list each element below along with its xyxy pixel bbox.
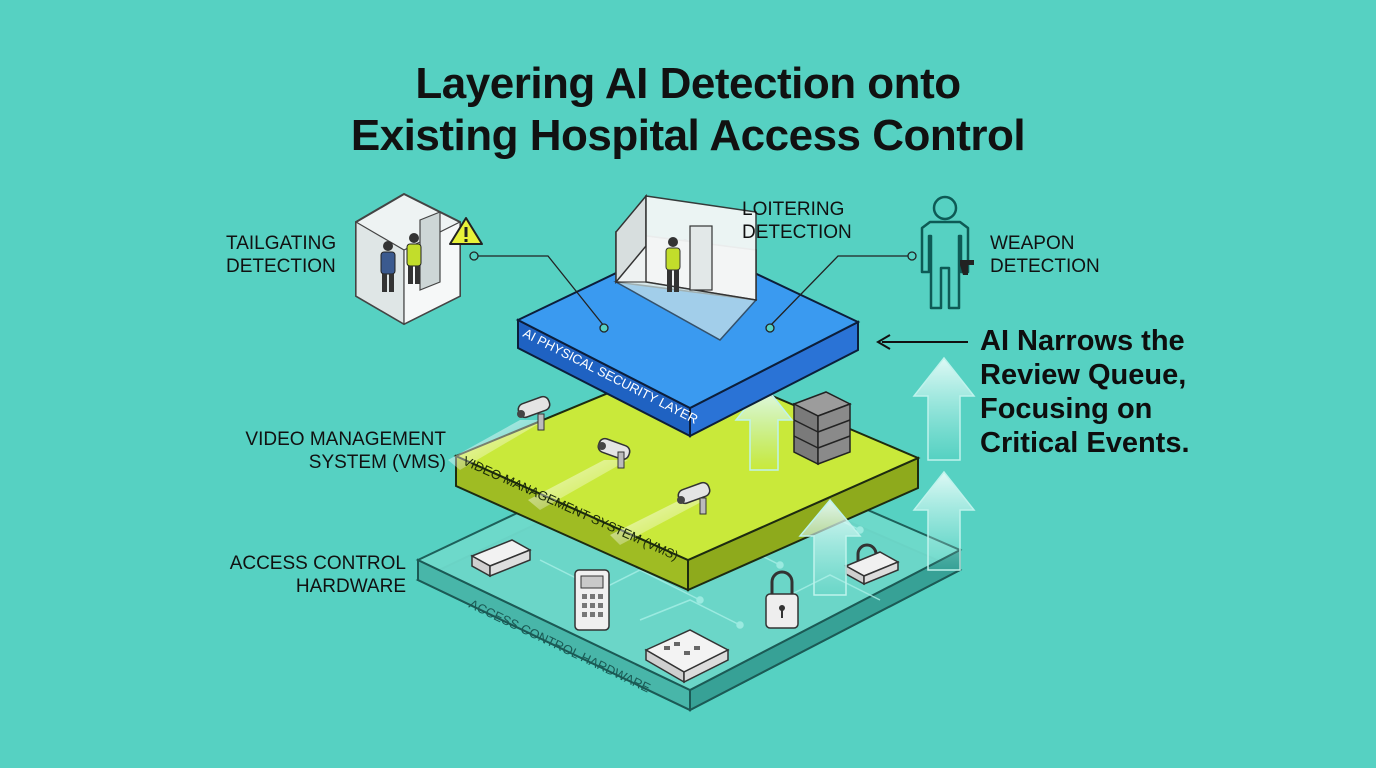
camera-icon-3 bbox=[677, 481, 711, 515]
camera-icon-2 bbox=[597, 437, 631, 469]
callout-line3: Focusing on bbox=[980, 393, 1153, 425]
vms-label: VIDEO MANAGEMENT SYSTEM (VMS) bbox=[196, 428, 446, 474]
tailgating-room-icon bbox=[355, 192, 461, 326]
callout-text: AI Narrows the Review Queue, Focusing on… bbox=[980, 324, 1280, 460]
loitering-room-icon bbox=[613, 193, 758, 341]
weapon-label: WEAPON DETECTION bbox=[990, 232, 1100, 278]
padlock-icon-small bbox=[844, 543, 900, 586]
padlock-icon bbox=[765, 570, 799, 629]
tailgating-label-line1: TAILGATING bbox=[226, 233, 337, 254]
weapon-label-line2: DETECTION bbox=[990, 256, 1100, 277]
access-label: ACCESS CONTROL HARDWARE bbox=[156, 552, 406, 598]
vms-label-line2: SYSTEM (VMS) bbox=[308, 452, 446, 473]
access-label-line2: HARDWARE bbox=[295, 576, 406, 597]
control-panel-icon bbox=[644, 629, 730, 684]
title-line-1: Layering AI Detection onto bbox=[415, 59, 961, 108]
warning-icon bbox=[449, 217, 483, 245]
upward-arrows bbox=[734, 356, 976, 596]
loitering-label-line1: LOITERING bbox=[742, 199, 845, 220]
vms-label-line1: VIDEO MANAGEMENT bbox=[245, 429, 446, 450]
callout-line4: Critical Events. bbox=[980, 427, 1190, 459]
title-line-2: Existing Hospital Access Control bbox=[350, 111, 1026, 160]
tailgating-label: TAILGATING DETECTION bbox=[226, 232, 336, 278]
access-label-line1: ACCESS CONTROL bbox=[229, 553, 406, 574]
weapon-icon bbox=[960, 260, 974, 275]
callout-line1: AI Narrows the bbox=[980, 325, 1185, 357]
tailgating-label-line2: DETECTION bbox=[226, 256, 336, 277]
weapon-label-line1: WEAPON bbox=[990, 233, 1075, 254]
loitering-label: LOITERING DETECTION bbox=[742, 198, 852, 244]
loitering-label-line2: DETECTION bbox=[742, 222, 852, 243]
server-rack-icon bbox=[792, 391, 852, 466]
camera-icon-1 bbox=[517, 395, 551, 431]
keypad-icon bbox=[574, 569, 610, 631]
card-reader-icon bbox=[470, 539, 532, 578]
connector-lines bbox=[469, 251, 917, 333]
callout-arrow bbox=[876, 334, 968, 350]
callout-line2: Review Queue, bbox=[980, 359, 1187, 391]
weapon-person-icon bbox=[920, 195, 970, 310]
